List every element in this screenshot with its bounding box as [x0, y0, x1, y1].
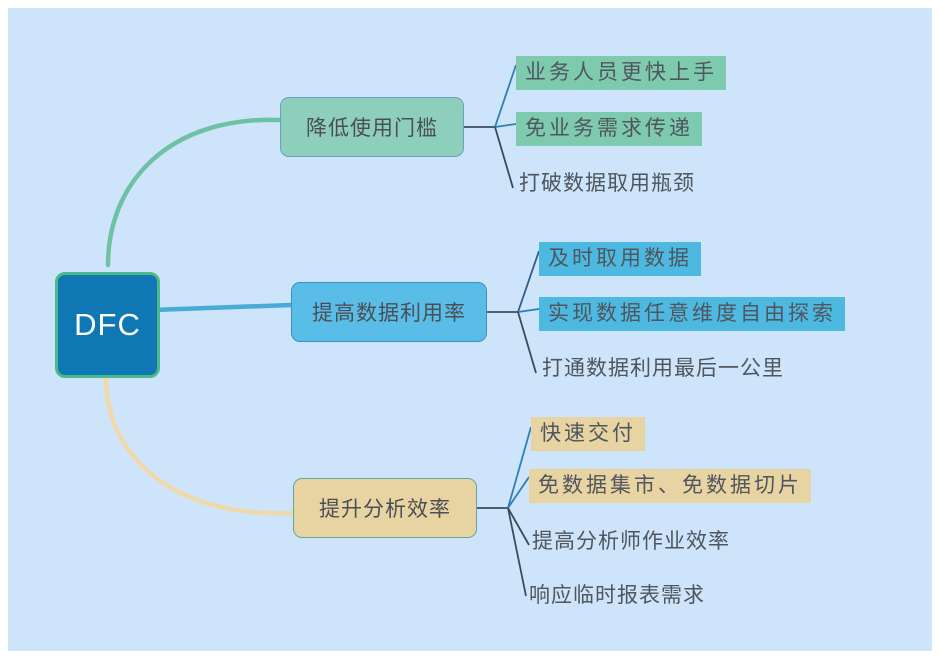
- leaf-node-2-2[interactable]: 实现数据任意维度自由探索: [539, 297, 845, 332]
- leaf-node-1-2[interactable]: 免业务需求传递: [516, 112, 702, 147]
- leaf-node-2-1[interactable]: 及时取用数据: [539, 242, 701, 277]
- branch-node-3[interactable]: 提升分析效率: [293, 478, 477, 538]
- edge-root-to-branch-1: [105, 117, 283, 268]
- leaf-node-1-1[interactable]: 业务人员更快上手: [516, 56, 726, 91]
- root-node[interactable]: DFC: [55, 272, 160, 378]
- branch-node-2[interactable]: 提高数据利用率: [291, 282, 487, 342]
- edge-root-to-branch-3: [103, 375, 296, 516]
- mindmap-canvas: DFC 降低使用门槛 提高数据利用率 提升分析效率 业务人员更快上手 免业务需求…: [8, 8, 932, 651]
- branch-node-1-label: 降低使用门槛: [306, 117, 438, 140]
- branch-node-3-label: 提升分析效率: [319, 498, 451, 521]
- leaf-node-3-4[interactable]: 响应临时报表需求: [529, 584, 705, 607]
- root-node-label: DFC: [74, 307, 141, 342]
- edge-root-to-branch-2: [150, 302, 294, 313]
- edge-branch-3-leaf-2: [507, 476, 530, 509]
- edge-branch-3-leaf-4: [507, 507, 527, 597]
- edge-branch-2-leaf-1: [517, 250, 540, 313]
- edge-branch-2-leaf-3: [517, 311, 537, 374]
- edge-branch-1-leaf-1: [494, 64, 517, 128]
- edge-branch-2-leaf-2: [517, 308, 540, 313]
- leaf-node-3-3[interactable]: 提高分析师作业效率: [532, 530, 730, 553]
- leaf-node-3-1[interactable]: 快速交付: [531, 417, 645, 452]
- edge-branch-3-leaf-3: [507, 507, 530, 546]
- branch-node-2-label: 提高数据利用率: [312, 302, 466, 325]
- leaf-node-3-2[interactable]: 免数据集市、免数据切片: [529, 469, 811, 504]
- edge-branch-1-leaf-2: [494, 123, 517, 128]
- edge-branch-1-leaf-3: [494, 126, 514, 189]
- leaf-node-1-3[interactable]: 打破数据取用瓶颈: [519, 172, 695, 195]
- edge-branch-3-leaf-1: [507, 426, 532, 509]
- leaf-node-2-3[interactable]: 打通数据利用最后一公里: [542, 357, 784, 380]
- branch-node-1[interactable]: 降低使用门槛: [280, 97, 464, 157]
